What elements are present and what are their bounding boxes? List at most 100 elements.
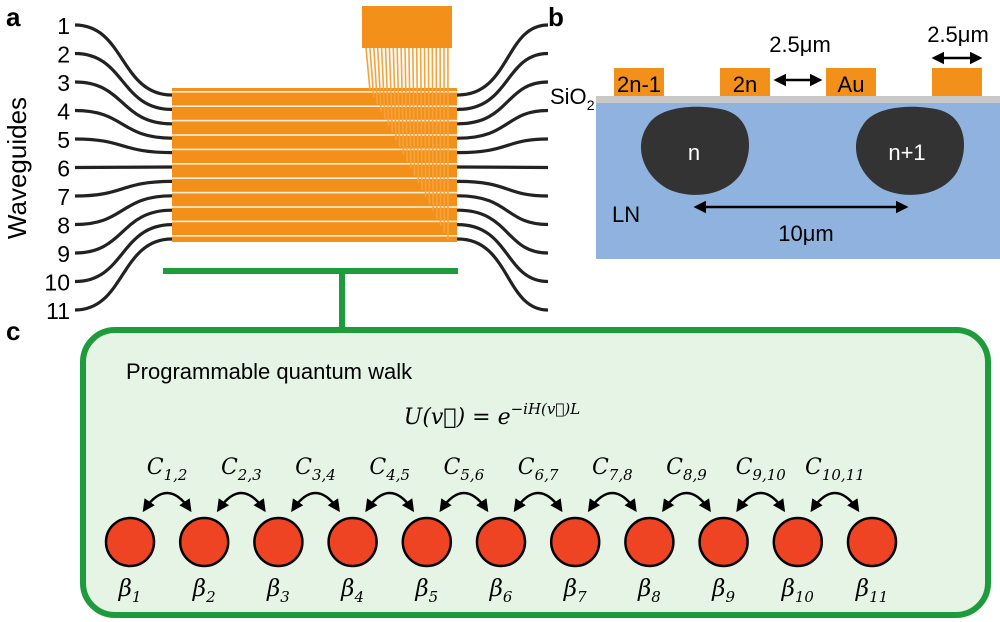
fan-line bbox=[427, 47, 431, 205]
fan-line bbox=[376, 47, 382, 112]
waveguide-number: 3 bbox=[57, 70, 70, 96]
fan-line bbox=[415, 47, 420, 183]
lattice-site bbox=[846, 516, 898, 568]
fan-line bbox=[408, 47, 412, 169]
quantum-walk-box bbox=[80, 327, 991, 618]
coupling-label: C10,11 bbox=[805, 455, 865, 484]
coupling-label: C9,10 bbox=[736, 455, 787, 484]
panel-b-label: b bbox=[548, 2, 564, 32]
site-label: β2 bbox=[192, 576, 216, 606]
panel-a-label: a bbox=[6, 2, 21, 32]
site-labels: β1 β2 β3 β4 β5 β6 β7 β8 β9 β10 β11 bbox=[118, 576, 889, 606]
fan-line bbox=[419, 47, 423, 191]
site-label: β1 bbox=[118, 576, 142, 606]
width-dimension-label: 2.5μm bbox=[927, 22, 989, 47]
lattice-site bbox=[401, 516, 453, 568]
fan-line bbox=[423, 47, 427, 198]
electrode-au bbox=[826, 68, 876, 96]
electrode-gap bbox=[172, 206, 457, 208]
electrode-2n bbox=[720, 68, 770, 96]
coupling-arrows bbox=[142, 491, 860, 513]
site-label: β8 bbox=[637, 576, 661, 606]
site-label: β3 bbox=[266, 576, 290, 606]
site-label: β9 bbox=[711, 576, 735, 606]
gap-dimension-label: 2.5μm bbox=[769, 32, 831, 57]
lattice-site bbox=[772, 516, 824, 568]
fan-line bbox=[404, 47, 408, 162]
waveguide-number: 4 bbox=[57, 99, 70, 125]
fan-line bbox=[412, 47, 416, 176]
electrode-gap bbox=[172, 148, 457, 151]
electrode-label-2n: 2n bbox=[733, 72, 757, 97]
fan-line bbox=[392, 47, 397, 141]
waveguide-number: 10 bbox=[44, 270, 70, 296]
fan-line bbox=[380, 47, 386, 119]
coupling-arrow bbox=[587, 491, 637, 513]
electrode-gap bbox=[172, 119, 457, 122]
fan-line bbox=[365, 47, 371, 91]
waveguide-line bbox=[74, 237, 549, 312]
electrode-label-2n-1: 2n-1 bbox=[617, 72, 661, 97]
fan-line bbox=[400, 47, 405, 155]
electrode-label-au: Au bbox=[838, 72, 865, 97]
fan-line bbox=[373, 47, 379, 105]
electrode-gap bbox=[172, 220, 457, 223]
lattice-site bbox=[475, 516, 527, 568]
site-label: β11 bbox=[855, 576, 888, 606]
fan-line bbox=[396, 47, 401, 148]
electrode-stripes bbox=[172, 91, 457, 237]
coupling-arrow bbox=[365, 491, 415, 513]
spacing-dimension-label: 10μm bbox=[778, 221, 833, 246]
electrode-2n-1 bbox=[614, 68, 664, 96]
coupling-label: C4,5 bbox=[369, 455, 410, 484]
coupling-label: C3,4 bbox=[295, 455, 336, 484]
core-label-n-plus-1: n+1 bbox=[888, 140, 925, 165]
lattice-site bbox=[253, 516, 304, 568]
waveguide-number: 9 bbox=[57, 241, 70, 267]
lattice-sites bbox=[104, 516, 898, 568]
site-label: β5 bbox=[414, 576, 438, 606]
site-label: β7 bbox=[563, 576, 587, 606]
ln-label: LN bbox=[612, 202, 640, 227]
fan-line bbox=[388, 47, 394, 133]
quantum-walk-title: Programmable quantum walk bbox=[126, 359, 413, 384]
coupling-arrow bbox=[291, 491, 340, 513]
core-label-n: n bbox=[688, 140, 700, 165]
lattice-site bbox=[104, 516, 156, 568]
coupling-label: C6,7 bbox=[518, 455, 559, 484]
electrode-right bbox=[932, 68, 982, 96]
coupling-label: C1,2 bbox=[147, 455, 188, 484]
waveguide-core-n bbox=[640, 106, 750, 195]
electrode-fan-out bbox=[365, 47, 449, 241]
site-label: β6 bbox=[489, 576, 513, 606]
electrode-gap bbox=[172, 105, 457, 107]
electrode-gap bbox=[172, 235, 457, 237]
electrode-gap bbox=[172, 91, 457, 93]
waveguide-number: 1 bbox=[57, 13, 70, 39]
waveguide-number: 2 bbox=[57, 42, 70, 68]
waveguide-number: 11 bbox=[46, 298, 70, 324]
electrode-gap bbox=[172, 191, 457, 194]
coupling-label: C5,6 bbox=[444, 455, 485, 484]
unitary-equation: U(v⃗) = e−iH(v⃗)L bbox=[404, 400, 580, 430]
coupling-label: C7,8 bbox=[592, 455, 633, 484]
waveguide-number: 7 bbox=[57, 184, 70, 210]
electrode-array bbox=[172, 6, 457, 242]
waveguide-number: 6 bbox=[57, 156, 70, 182]
coupling-arrow bbox=[662, 491, 711, 513]
fan-line bbox=[431, 47, 434, 212]
site-label: β4 bbox=[340, 576, 364, 606]
lattice-site bbox=[549, 516, 601, 568]
fan-line bbox=[369, 47, 375, 98]
panel-c-label: c bbox=[6, 316, 20, 346]
coupling-label: C2,3 bbox=[221, 455, 262, 484]
lattice-site bbox=[624, 516, 675, 568]
site-label: β10 bbox=[781, 576, 815, 606]
coupling-arrow bbox=[513, 491, 563, 513]
electrode-gap bbox=[172, 177, 457, 179]
sio2-label: SiO2 bbox=[550, 84, 595, 113]
coupling-arrow bbox=[810, 491, 860, 513]
lattice-site bbox=[178, 516, 230, 568]
